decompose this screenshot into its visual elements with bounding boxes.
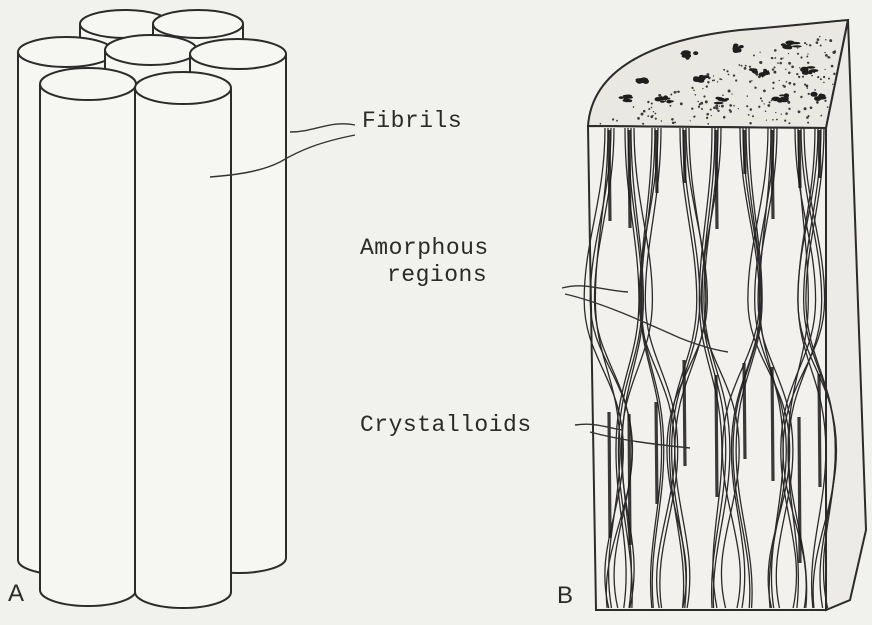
amorphous-regions-label-line1: Amorphous (360, 235, 489, 261)
panel-label-a: A (8, 580, 24, 608)
fibril-cylinder (135, 72, 231, 608)
panel-label-b: B (557, 582, 573, 610)
fibril-cylinder (40, 68, 136, 606)
block-side-face (826, 20, 866, 610)
fibrils-label: Fibrils (362, 108, 462, 134)
amorphous-regions-label-line2: regions (387, 262, 487, 288)
crystalloids-label: Crystalloids (360, 412, 532, 438)
fibril-bundle-drawing (18, 10, 286, 608)
